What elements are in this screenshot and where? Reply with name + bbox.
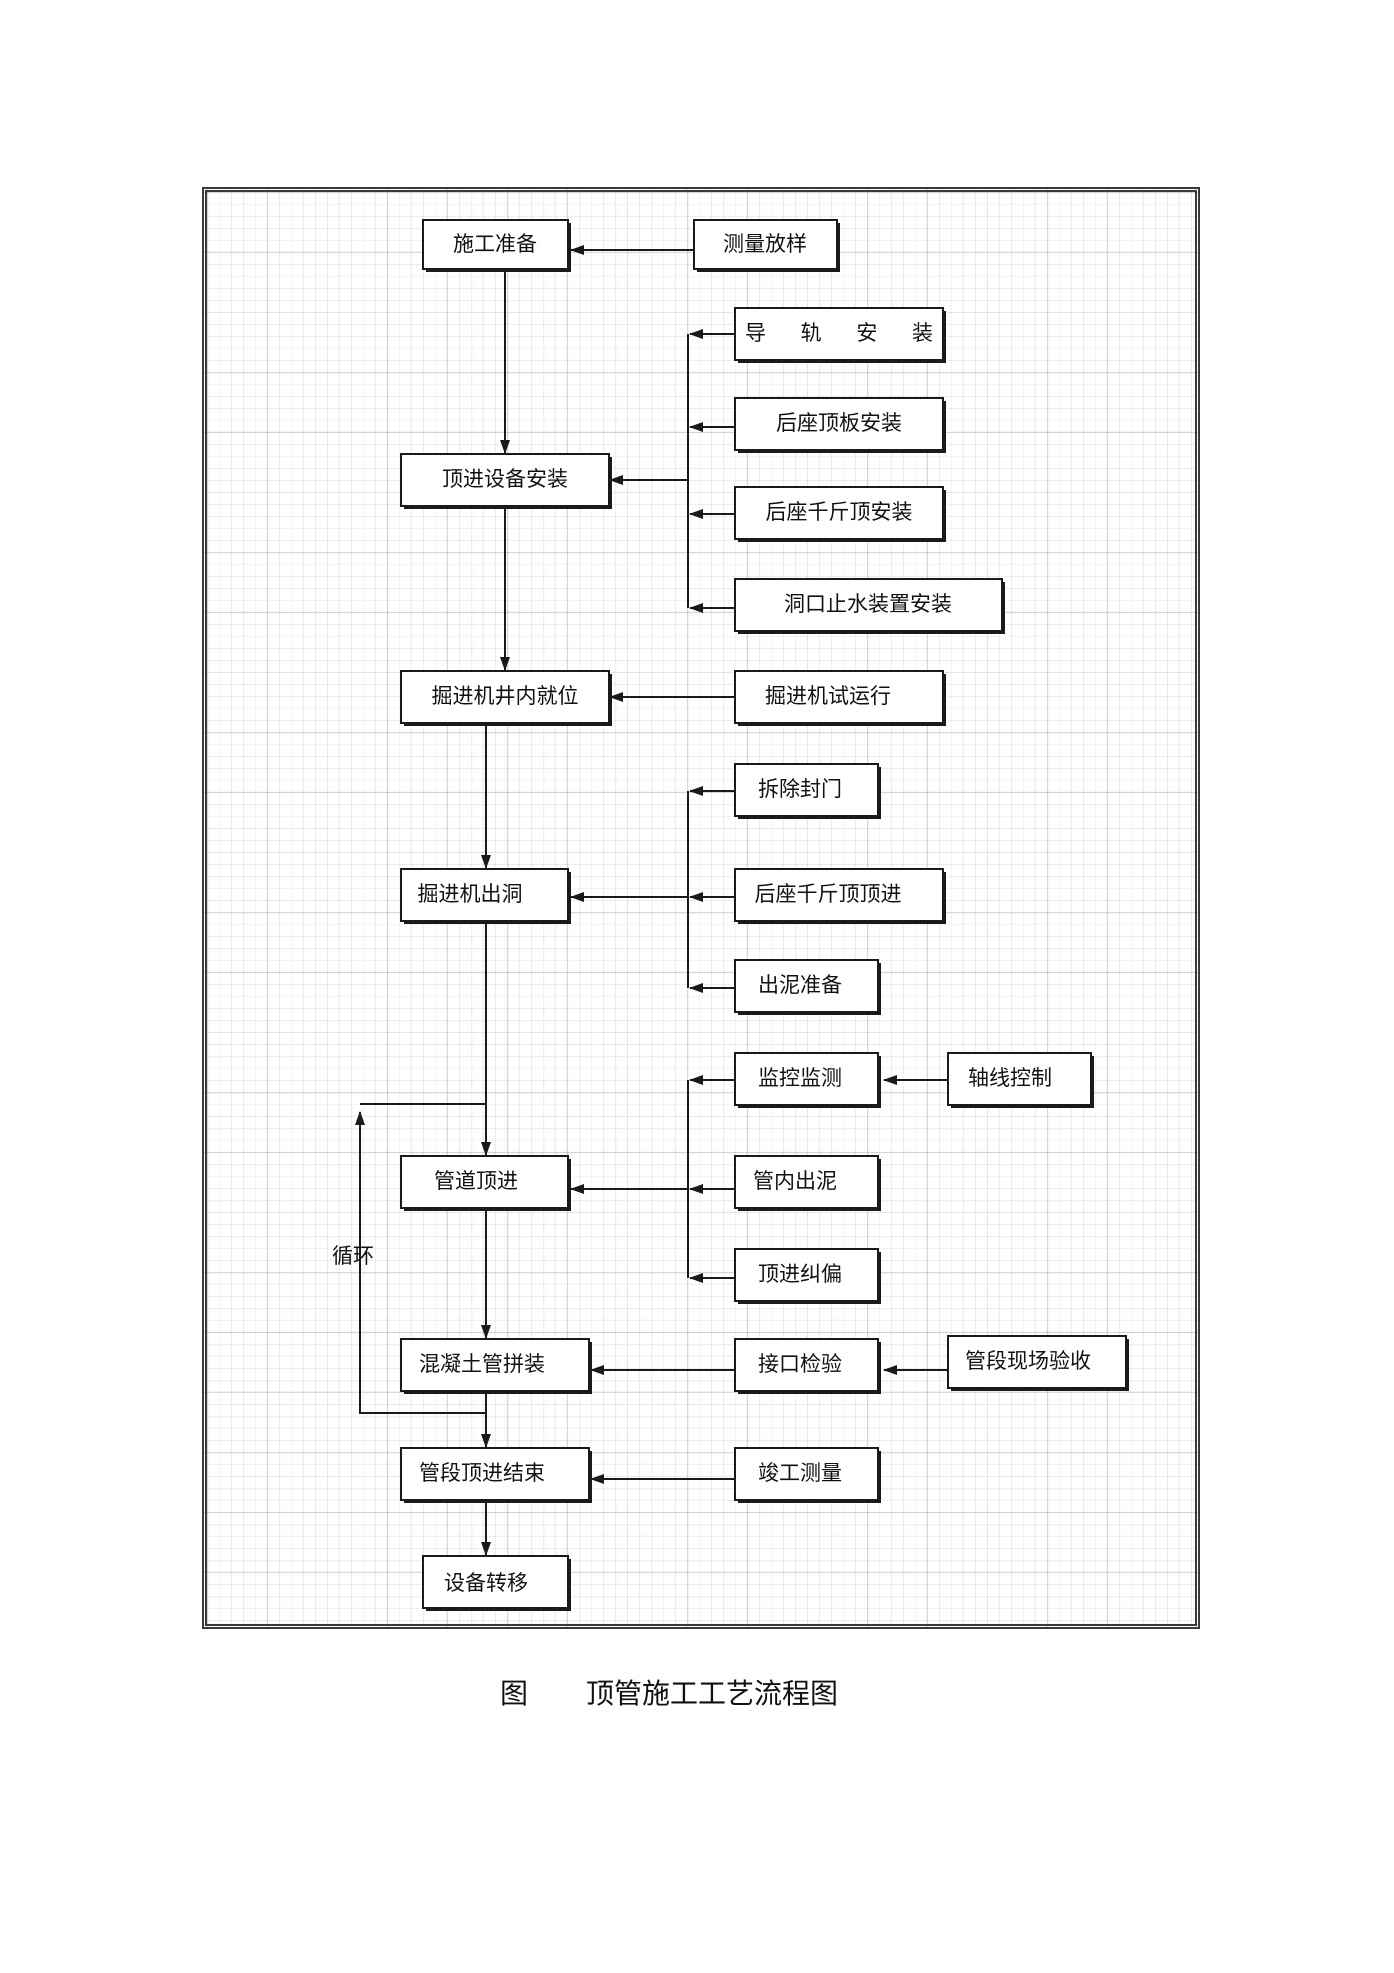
node-label: 轴线控制	[968, 1066, 1052, 1090]
node-label: 出泥准备	[758, 973, 842, 997]
node-label: 洞口止水装置安装	[784, 592, 952, 616]
node-label: 施工准备	[453, 232, 537, 256]
node-chaichu-fengmen: 拆除封门	[734, 763, 881, 819]
node-label: 掘进机试运行	[765, 684, 891, 708]
node-label: 监控监测	[758, 1066, 842, 1090]
node-label: 顶进纠偏	[758, 1262, 842, 1286]
node-guanduan-yanshou: 管段现场验收	[947, 1335, 1129, 1391]
node-label: 测量放样	[723, 232, 807, 256]
node-label: 掘进机井内就位	[432, 684, 579, 708]
node-celiang-fangyang: 测量放样	[693, 219, 840, 272]
node-houzuo-dingban: 后座顶板安装	[734, 397, 946, 453]
node-dingjin-shebei: 顶进设备安装	[400, 453, 612, 509]
node-daogui-anzhuang: 导 轨 安 装	[734, 307, 947, 363]
node-label: 掘进机出洞	[418, 882, 523, 906]
node-dingjin-jiupian: 顶进纠偏	[734, 1248, 881, 1304]
node-jiankong-jiance: 监控监测	[734, 1052, 881, 1108]
node-juejinji-shiyunxing: 掘进机试运行	[734, 670, 946, 726]
node-shebei-zhuanyi: 设备转移	[422, 1555, 571, 1611]
caption-prefix: 图	[500, 1677, 529, 1710]
node-label: 管内出泥	[753, 1169, 837, 1193]
node-label: 管道顶进	[434, 1169, 518, 1193]
node-label: 管段现场验收	[965, 1349, 1091, 1373]
node-jiekou-jianyan: 接口检验	[734, 1338, 881, 1394]
node-label: 设备转移	[444, 1571, 528, 1595]
node-chuni-zhunbei: 出泥准备	[734, 959, 881, 1015]
node-houzuo-qianjin-dingjin: 后座千斤顶顶进	[734, 868, 946, 924]
node-jungong-celiang: 竣工测量	[734, 1447, 881, 1503]
edge-loop-return	[355, 1111, 486, 1414]
figure-caption: 图 顶管施工工艺流程图	[500, 1672, 900, 1712]
node-houzuo-qianjin-an: 后座千斤顶安装	[734, 486, 946, 542]
node-label: 接口检验	[758, 1352, 842, 1376]
loop-label: 循环	[332, 1244, 374, 1268]
node-label: 拆除封门	[758, 777, 842, 801]
node-label: 后座顶板安装	[776, 411, 902, 435]
node-shigong-zhunbei: 施工准备	[422, 219, 571, 272]
node-label: 竣工测量	[758, 1461, 842, 1485]
node-guandao-dingjin: 管道顶进	[400, 1155, 571, 1211]
node-juejinji-chudong: 掘进机出洞	[400, 868, 571, 924]
node-guanduan-jieshu: 管段顶进结束	[400, 1447, 592, 1503]
node-hunningtu-pinzhuang: 混凝土管拼装	[400, 1338, 592, 1394]
node-label: 顶进设备安装	[442, 467, 568, 491]
node-juejinji-jingnei: 掘进机井内就位	[400, 670, 612, 726]
caption-title: 顶管施工工艺流程图	[586, 1677, 839, 1710]
node-label: 导 轨 安 装	[745, 321, 947, 345]
node-label: 后座千斤顶安装	[766, 500, 913, 524]
node-guannei-chuni: 管内出泥	[734, 1155, 881, 1211]
edges	[355, 245, 948, 1556]
node-dongkou-zhishui: 洞口止水装置安装	[734, 578, 1005, 634]
node-label: 混凝土管拼装	[419, 1352, 545, 1376]
nodes: 施工准备 测量放样 导 轨 安 装 后座顶板安装 顶进设备安装	[400, 219, 1129, 1611]
node-label: 后座千斤顶顶进	[755, 882, 902, 906]
node-zhouxian-kongzhi: 轴线控制	[947, 1052, 1094, 1108]
node-label: 管段顶进结束	[419, 1461, 545, 1485]
